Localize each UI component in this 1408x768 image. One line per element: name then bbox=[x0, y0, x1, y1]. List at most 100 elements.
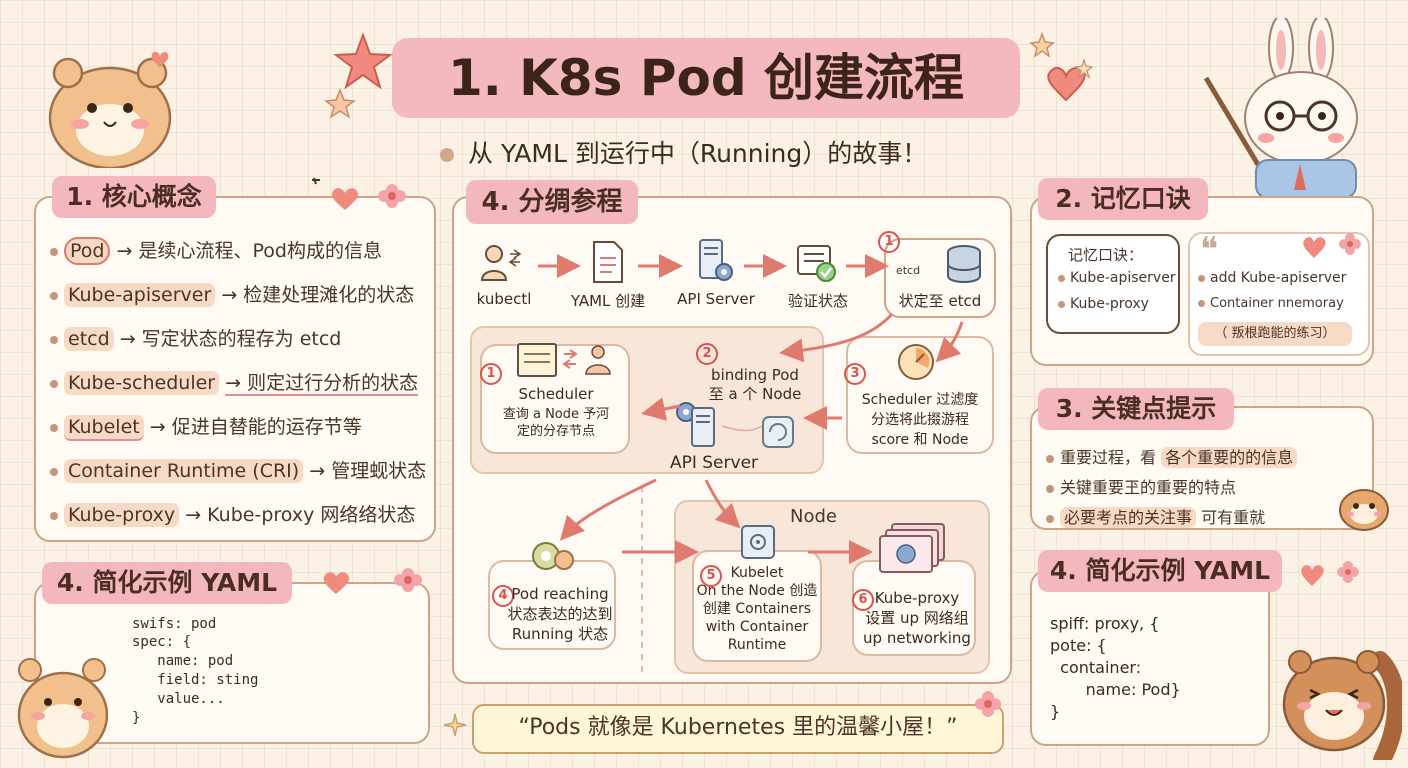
list-item: Kube-proxy → Kube-proxy 网络络状态 bbox=[50, 500, 415, 527]
concept-desc: → 促进自替能的运存节等 bbox=[149, 416, 362, 438]
step-number-badge: 3 bbox=[844, 362, 866, 385]
yaml-right-heading: 4. 简化示例 YAML bbox=[1038, 550, 1282, 592]
concept-term: Container Runtime (CRI) bbox=[64, 459, 304, 483]
containers-icon bbox=[879, 523, 945, 573]
list-item: Kube-proxy bbox=[1058, 296, 1149, 312]
concept-desc: → Kube-proxy 网络络状态 bbox=[185, 504, 416, 526]
memory-heading: 2. 记忆口诀 bbox=[1038, 178, 1208, 220]
chipmunk-bottom-right-icon bbox=[1282, 650, 1402, 760]
user-icon bbox=[480, 245, 522, 281]
tips-card: 重要过程，看 各个重要的的信息 关键重要玊的重要的特点 必要考点的关注事 可有重… bbox=[1030, 406, 1374, 530]
tip-text: 关键重要玊的重要的特点 bbox=[1060, 478, 1237, 497]
tip-highlight: 各个重要的的信息 bbox=[1161, 447, 1298, 468]
list-item: 必要考点的关注事 可有重就 bbox=[1046, 504, 1265, 528]
list-item: Container Runtime (CRI) → 管理蚬状态 bbox=[50, 456, 426, 483]
concept-desc: → 检建处理滩化的状态 bbox=[221, 284, 415, 306]
step-label-api-server: API Server bbox=[677, 290, 755, 308]
concept-desc: → 则定过行分析的状态 bbox=[225, 372, 419, 396]
memory-item: Kube-proxy bbox=[1070, 296, 1149, 312]
concept-term: Kube-apiserver bbox=[64, 283, 216, 307]
step-label-etcd: 状定至 etcd bbox=[898, 292, 982, 310]
memory-item: Kube-apiserver bbox=[1070, 270, 1176, 286]
memory-bubble: 记忆口诀： Kube-apiserver Kube-proxy bbox=[1046, 234, 1180, 334]
page-subtitle: 从 YAML 到运行中（Running）的故事！ bbox=[440, 136, 1000, 172]
memory-quote-box: ❝ add Kube-apiserver Container nnemoray … bbox=[1188, 230, 1370, 356]
node-label: Node bbox=[790, 506, 837, 527]
scheduler-filter-text: Scheduler 过滤度 分选将此掇游程 score 和 Node bbox=[861, 392, 979, 448]
pod-running-text: Pod reaching 状态表达的达到 Running 状态 bbox=[507, 585, 613, 643]
step-number-badge: 1 bbox=[480, 362, 502, 385]
yaml-line: } bbox=[132, 710, 141, 726]
yaml-line: swifs: pod bbox=[132, 616, 217, 632]
container-gear-icon bbox=[741, 525, 775, 559]
binding-text: binding Pod 至 a 个 Node bbox=[708, 366, 802, 403]
memory-bubble-title: 记忆口诀： bbox=[1068, 246, 1144, 264]
list-item: 重要过程，看 各个重要的的信息 bbox=[1046, 444, 1298, 468]
memory-quote-item: add Kube-apiserver bbox=[1210, 270, 1347, 286]
list-item: Kube-apiserver bbox=[1058, 270, 1176, 286]
core-concepts-card: Pod → 是续心流程、Pod构成的信息 Kube-apiserver → 检建… bbox=[34, 196, 436, 542]
tip-text: 重要过程，看 bbox=[1060, 448, 1157, 467]
gears-icon bbox=[532, 542, 574, 570]
concept-desc: → 管理蚬状态 bbox=[309, 460, 427, 482]
bullet-dot bbox=[440, 148, 454, 162]
heart-flower-decoration-icon bbox=[1301, 561, 1359, 586]
memory-card: 记忆口诀： Kube-apiserver Kube-proxy ❝ add Ku… bbox=[1030, 196, 1374, 366]
concept-term: Kube-scheduler bbox=[64, 371, 220, 395]
step-number-badge: 5 bbox=[700, 564, 722, 587]
api-server-label: API Server bbox=[669, 453, 759, 473]
concept-desc: → 写定状态的程存为 etcd bbox=[119, 328, 342, 350]
dashed-divider bbox=[641, 486, 643, 676]
hamster-top-left-icon bbox=[48, 51, 172, 168]
memory-quote-item: Container nnemoray bbox=[1210, 296, 1344, 311]
list-item: Pod → 是续心流程、Pod构成的信息 bbox=[50, 236, 382, 265]
yaml-line: name: pod bbox=[132, 653, 234, 669]
concept-desc: → 是续心流程、Pod构成的信息 bbox=[116, 240, 382, 262]
pod-running-box bbox=[488, 560, 616, 650]
yaml-line: } bbox=[1050, 702, 1061, 721]
list-item: Kube-apiserver → 检建处理滩化的状态 bbox=[50, 280, 414, 307]
quote-mark-icon: ❝ bbox=[1200, 230, 1219, 270]
yaml-line: field: sting bbox=[132, 672, 259, 688]
yaml-left-heading: 4. 简化示例 YAML bbox=[42, 562, 292, 604]
hamster-bottom-left-icon bbox=[17, 658, 108, 759]
heart-flower-decoration-icon bbox=[1303, 233, 1361, 258]
step-number-badge: 2 bbox=[696, 342, 718, 365]
concept-term: Kubelet bbox=[64, 415, 144, 441]
server-icon bbox=[699, 239, 733, 281]
concept-term: etcd bbox=[64, 327, 114, 351]
step-number-badge: 1 bbox=[878, 230, 900, 253]
step-number-badge: 4 bbox=[492, 584, 514, 607]
core-concepts-heading: 1. 核心概念 bbox=[52, 176, 216, 218]
kubelet-text: Kubelet On the Node 创造 创建 Containers wit… bbox=[696, 565, 818, 653]
heart-decoration-icon bbox=[1029, 31, 1094, 102]
sparkle-icon bbox=[443, 713, 467, 737]
clock-chart-icon bbox=[898, 344, 934, 380]
list-item: Kube-scheduler → 则定过行分析的状态 bbox=[50, 368, 419, 396]
list-item: etcd → 写定状态的程存为 etcd bbox=[50, 324, 341, 351]
page-title: 1. K8s Pod 创建流程 bbox=[392, 38, 1020, 118]
step-label-yaml: YAML 创建 bbox=[570, 292, 646, 310]
tips-heading: 3. 关键点提示 bbox=[1038, 388, 1234, 430]
database-icon bbox=[947, 245, 981, 283]
kube-proxy-text: Kube-proxy 设置 up 网络组 up networking bbox=[863, 589, 971, 647]
yaml-line: name: Pod} bbox=[1050, 680, 1181, 699]
squirrel-small-icon bbox=[1339, 489, 1389, 531]
yaml-line: spiff: proxy, { bbox=[1050, 614, 1160, 633]
yaml-line: value... bbox=[132, 691, 225, 707]
step-label-validate: 验证状态 bbox=[787, 292, 848, 310]
list-item: 关键重要玊的重要的特点 bbox=[1046, 474, 1236, 498]
yaml-right-card: spiff: proxy, { pote: { container: name:… bbox=[1030, 570, 1270, 746]
concept-term: Kube-proxy bbox=[64, 503, 180, 527]
bunny-teacher-icon bbox=[1203, 18, 1358, 198]
concept-term: Pod bbox=[64, 237, 111, 265]
subtitle-text: 从 YAML 到运行中（Running）的故事！ bbox=[468, 139, 928, 168]
flower-icon bbox=[975, 691, 1001, 717]
step-number-badge: 6 bbox=[852, 588, 874, 611]
etcd-small-label: etcd bbox=[896, 264, 921, 277]
flow-heading: 4. 分绸参程 bbox=[466, 180, 638, 224]
tip-text: 可有重就 bbox=[1201, 508, 1266, 527]
memory-note: （ 叛根跑能的练习） bbox=[1198, 322, 1352, 346]
document-icon bbox=[593, 241, 623, 283]
heart-flower-decoration-icon bbox=[312, 177, 406, 210]
